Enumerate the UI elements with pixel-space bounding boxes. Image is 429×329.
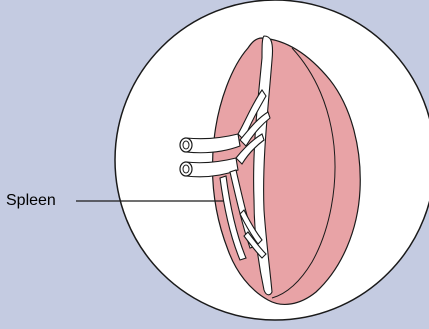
artery-opening [180,138,192,152]
spleen-label: Spleen [6,191,56,211]
vein-opening [180,162,192,176]
